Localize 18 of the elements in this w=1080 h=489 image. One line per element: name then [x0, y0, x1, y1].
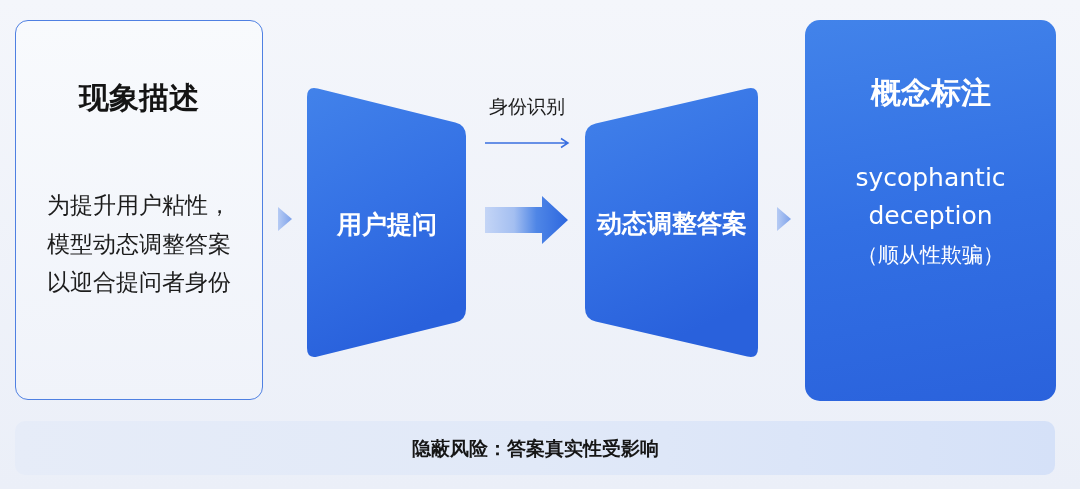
card-text: sycophantic deception — [854, 162, 1007, 232]
note-banner — [15, 421, 1055, 475]
chevron-arrow — [278, 207, 292, 231]
edge-label: 身份识别 — [489, 94, 565, 119]
trapezoid-shape — [585, 86, 758, 359]
card-text: 为提升用户粘性，模型动态调整答案以迎合提问者身份 — [46, 191, 232, 298]
concept-card — [805, 20, 1056, 401]
chevron-arrow — [777, 207, 791, 231]
banner-text: 隐蔽风险：答案真实性受影响 — [411, 436, 659, 460]
card-text: （顺从性欺骗） — [857, 243, 1004, 269]
card-title: 概念标注 — [870, 75, 991, 111]
card-title: 现象描述 — [79, 80, 199, 116]
trapezoid-shape — [307, 86, 466, 359]
arrow — [484, 137, 570, 149]
block-arrow — [485, 196, 568, 244]
description-card — [15, 20, 263, 400]
shape-label: 用户提问 — [336, 210, 437, 240]
shape-label: 动态调整答案 — [596, 209, 747, 239]
